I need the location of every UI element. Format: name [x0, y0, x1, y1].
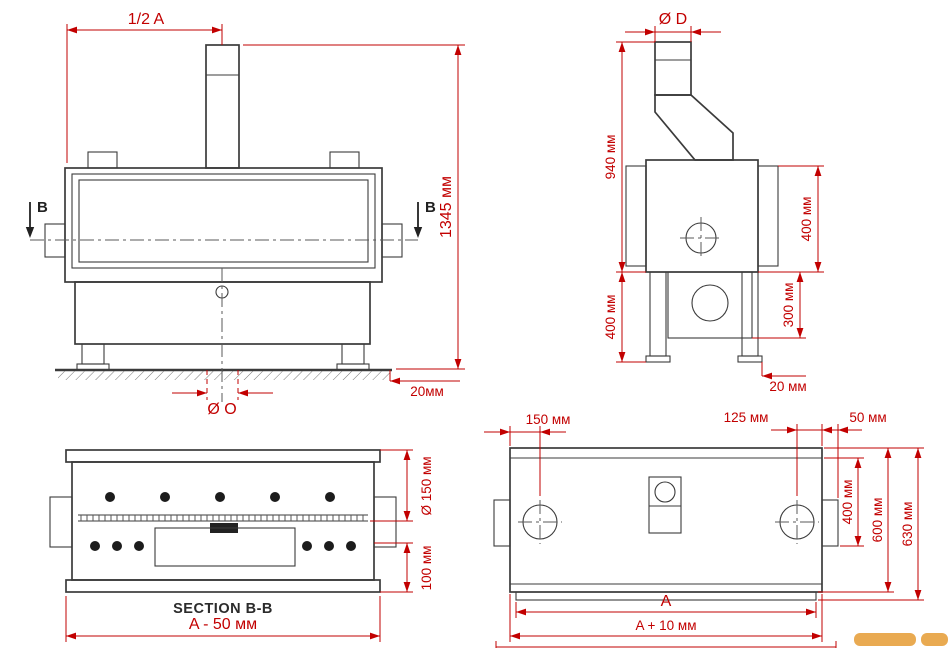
chimney-side — [654, 41, 692, 96]
dim-flue-diameter: Ø O — [207, 401, 236, 418]
firebox-side — [645, 159, 759, 273]
dim-edge-offset: 50 мм — [849, 410, 886, 425]
dim-total-height: 1345 мм — [438, 176, 455, 238]
dim-section-width: A - 50 мм — [189, 616, 257, 633]
dim-grate-diameter: Ø 150 мм — [419, 456, 434, 515]
dim-depth-600: 600 мм — [870, 498, 885, 543]
top-view: 150 мм 125 мм 50 мм 400 мм 600 мм 630 мм — [484, 410, 948, 648]
dim-chimney-diameter: Ø D — [659, 11, 687, 28]
dim-bottom-height: 100 мм — [419, 546, 434, 591]
flue-collar — [648, 476, 682, 534]
dim-right-offset: 125 мм — [724, 410, 769, 425]
grate — [78, 515, 368, 521]
section-marker-left: B — [37, 199, 48, 216]
dim-ground-offset: 20мм — [410, 384, 444, 399]
dim-depth-400: 400 мм — [840, 480, 855, 525]
dim-depth-630: 630 мм — [900, 502, 915, 547]
dim-leg-height: 400 мм — [603, 295, 618, 340]
dim-upper-height: 940 мм — [603, 135, 618, 180]
watermark — [854, 633, 948, 646]
chimney-elbow — [654, 94, 734, 161]
firebox-body — [64, 167, 383, 283]
dim-half-a: 1/2 A — [128, 11, 165, 28]
dim-length-a: A — [661, 593, 672, 610]
chimney-front — [205, 44, 240, 169]
section-title: SECTION B-B — [173, 601, 273, 617]
section-view: Ø 150 мм 100 мм SECTION B-B A - 50 мм — [49, 449, 434, 642]
dim-foot-offset: 20 мм — [769, 379, 806, 394]
dim-left-offset: 150 мм — [526, 412, 571, 427]
section-marker-right: B — [425, 199, 436, 216]
front-view: B B 1/2 A 1345 мм 20мм Ø O — [25, 11, 465, 418]
dim-length-a-plus: A + 10 мм — [636, 618, 697, 633]
dim-lower-height: 300 мм — [781, 283, 796, 328]
ash-pan — [154, 527, 296, 567]
side-vent — [691, 284, 729, 322]
lower-panel-side — [667, 271, 753, 339]
side-view: Ø D 940 мм 400 мм 400 мм 300 мм 20 мм — [603, 11, 824, 394]
dim-body-height: 400 мм — [799, 197, 814, 242]
